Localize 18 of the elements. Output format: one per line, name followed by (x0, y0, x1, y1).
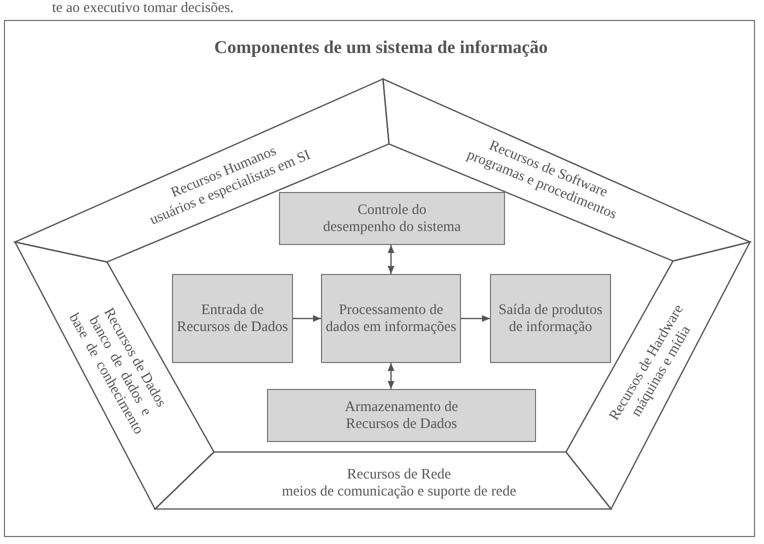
diagram-title: Componentes de um sistema de informação (214, 36, 548, 58)
segment-heading: Recursos de Rede (346, 466, 452, 483)
process-label: Controle do desempenho do sistema (322, 202, 462, 236)
process-label: Processamento de dados em informações (324, 302, 458, 336)
process-label: Entrada de Recursos de Dados (176, 302, 290, 336)
process-box (267, 389, 536, 442)
process-label: Armazenamento de Recursos de Dados (344, 398, 460, 432)
process-label: Saída de produtos de informação (498, 302, 604, 336)
process-box (279, 192, 505, 245)
double-arrow (388, 245, 394, 274)
process-box (172, 274, 293, 363)
segment-description: meios de comunicação e suporte de rede (282, 483, 516, 500)
process-box (321, 274, 461, 363)
body-text: te ao executivo tomar decisões. (52, 0, 234, 16)
process-box (490, 274, 611, 363)
arrow (461, 315, 490, 322)
arrow (293, 315, 321, 322)
double-arrow (388, 363, 394, 389)
